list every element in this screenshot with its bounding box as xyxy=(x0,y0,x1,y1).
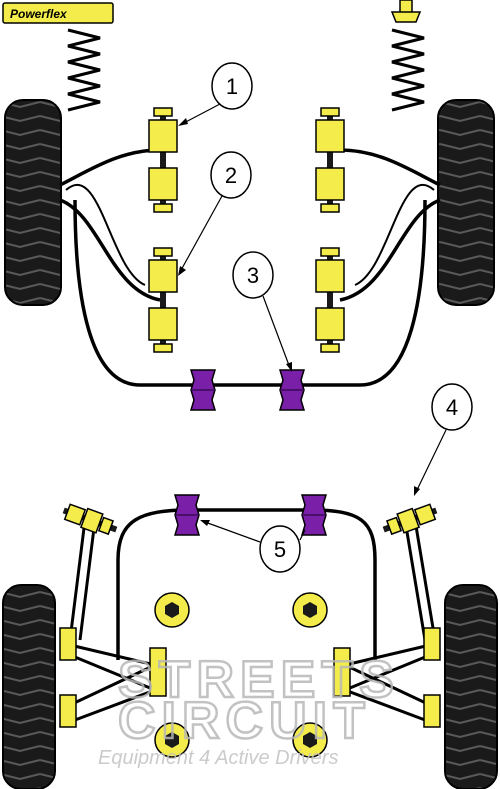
front-right-upper-bush xyxy=(315,107,345,213)
callout-3: 3 xyxy=(232,251,292,372)
callout-1-label: 1 xyxy=(226,74,238,99)
rear-right-hub-bushes xyxy=(333,627,441,728)
watermark: STREETS CIRCUIT Equipment 4 Active Drive… xyxy=(98,650,400,769)
callout-3-label: 3 xyxy=(247,263,259,288)
powerflex-logo: Powerflex xyxy=(2,2,114,24)
front-left-wishbone xyxy=(59,148,161,302)
front-arb-bush-right xyxy=(279,369,305,411)
top-right-mount xyxy=(390,0,422,23)
rear-left-hub-bushes xyxy=(59,627,167,728)
callout-5: 5 xyxy=(200,520,306,573)
front-right-spring xyxy=(391,28,425,112)
rear-arb-bush-left xyxy=(174,494,200,536)
rear-right-tyre xyxy=(444,584,498,789)
rear-right-top-link-bush xyxy=(382,503,438,536)
rear-left-tyre xyxy=(2,584,56,789)
powerflex-logo-text: Powerflex xyxy=(10,7,68,21)
watermark-tagline: Equipment 4 Active Drivers xyxy=(98,747,338,769)
front-anti-roll-bar xyxy=(73,199,427,387)
front-arb-bush-left xyxy=(190,369,216,411)
watermark-line2: CIRCUIT xyxy=(118,692,371,750)
callout-1: 1 xyxy=(178,62,253,126)
front-left-spring xyxy=(67,28,101,112)
rear-arb-bush-right xyxy=(301,494,327,536)
callout-4-label: 4 xyxy=(446,395,458,420)
front-right-lower-bush xyxy=(315,247,345,353)
callout-4: 4 xyxy=(414,383,473,496)
callout-5-label: 5 xyxy=(274,537,286,562)
callout-2: 2 xyxy=(178,151,252,276)
rear-left-mount xyxy=(154,592,190,628)
front-left-tyre xyxy=(4,99,62,306)
front-right-tyre xyxy=(437,99,495,306)
rear-right-mount xyxy=(292,592,328,628)
front-right-wishbone xyxy=(339,148,441,302)
callout-2-label: 2 xyxy=(225,163,237,188)
watermark-line1: STREETS xyxy=(118,651,400,709)
front-left-upper-bush xyxy=(148,107,178,213)
rear-left-top-link-bush xyxy=(62,503,118,536)
rear-anti-roll-bar xyxy=(116,508,377,660)
